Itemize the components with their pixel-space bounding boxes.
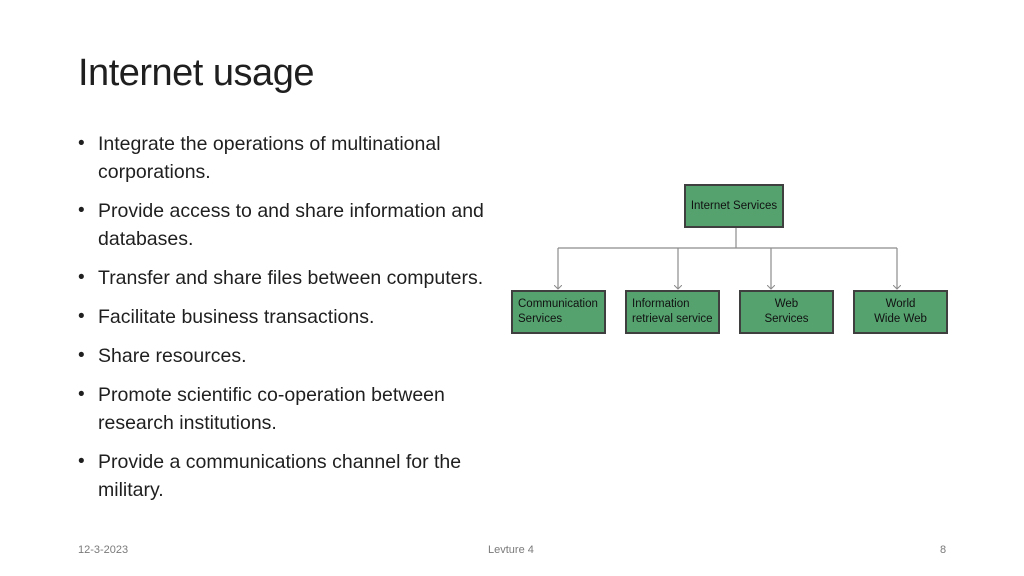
bullet-dot: • — [78, 200, 85, 221]
node-label: World Wide Web — [874, 298, 927, 325]
bullet-item: • Promote scientific co-operation between… — [78, 381, 518, 437]
node-label: Web Services — [764, 298, 809, 325]
bullet-item: • Transfer and share files between comput… — [78, 264, 518, 292]
bullet-item: • Facilitate business transactions. — [78, 303, 518, 331]
bullet-text: Provide access to and share information … — [98, 200, 484, 250]
bullet-dot: • — [78, 451, 85, 472]
slide-title: Internet usage — [78, 52, 314, 94]
node-label: Internet Services — [690, 199, 778, 212]
page-number: 8 — [940, 544, 947, 556]
footer-date: 12-3-2023 — [78, 544, 129, 556]
bullet-item: • Provide a communications channel for th… — [78, 448, 518, 504]
bullet-dot: • — [78, 133, 85, 154]
bullet-item: • Provide access to and share information… — [78, 197, 518, 253]
bullet-dot: • — [78, 306, 85, 327]
bullet-text: Share resources. — [98, 345, 247, 367]
bullet-item: • Integrate the operations of multination… — [78, 130, 518, 186]
bullet-text: Transfer and share files between compute… — [98, 267, 484, 289]
bullet-dot: • — [78, 384, 85, 405]
node-label: Information retrieval service — [632, 298, 713, 325]
node-world-wide-web: World Wide Web — [853, 290, 948, 334]
bullet-text: Provide a communications channel for the… — [98, 451, 462, 501]
node-web-services: Web Services — [739, 290, 834, 334]
footer-title: Levture 4 — [488, 544, 534, 556]
bullet-text: Integrate the operations of multinationa… — [98, 133, 441, 183]
bullet-text: Promote scientific co-operation between … — [98, 384, 445, 434]
node-information-retrieval-service: Information retrieval service — [625, 290, 720, 334]
node-internet-services: Internet Services — [684, 184, 784, 228]
bullet-text: Facilitate business transactions. — [98, 306, 375, 328]
node-communication-services: Communication Services — [511, 290, 606, 334]
bullet-item: • Share resources. — [78, 342, 518, 370]
bullet-dot: • — [78, 267, 85, 288]
bullet-list: • Integrate the operations of multination… — [78, 130, 518, 515]
bullet-dot: • — [78, 345, 85, 366]
node-label: Communication Services — [518, 298, 598, 325]
